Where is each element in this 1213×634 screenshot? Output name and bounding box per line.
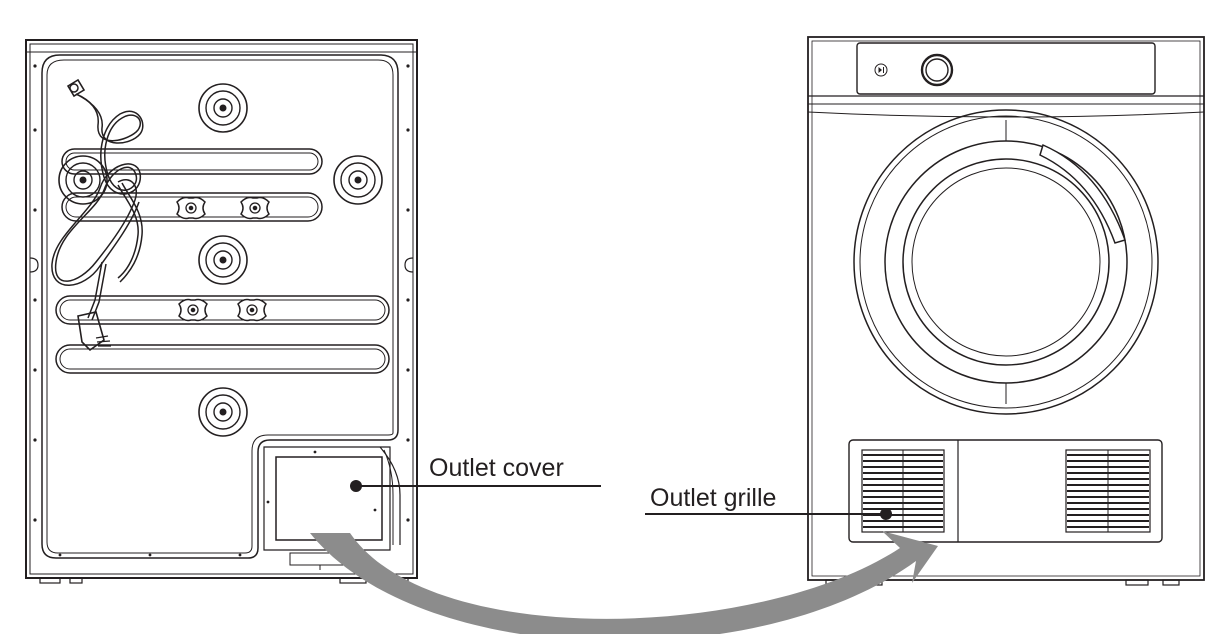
leader-outlet-cover <box>350 480 601 492</box>
outlet-grille-label: Outlet grille <box>650 484 777 512</box>
rear-panel <box>41 54 399 559</box>
outlet-grille <box>848 439 1163 543</box>
control-panel <box>807 42 1205 118</box>
door <box>853 109 1159 415</box>
curved-arrow <box>310 531 938 634</box>
dial-knob-icon <box>920 53 954 87</box>
outlet-cover <box>263 446 401 570</box>
power-cord <box>51 78 144 352</box>
outlet-cover-label: Outlet cover <box>429 454 564 482</box>
dryer-rear-view <box>25 39 418 584</box>
leader-outlet-grille <box>645 508 892 520</box>
dryer-front-view <box>807 36 1205 586</box>
play-pause-icon <box>874 63 888 77</box>
